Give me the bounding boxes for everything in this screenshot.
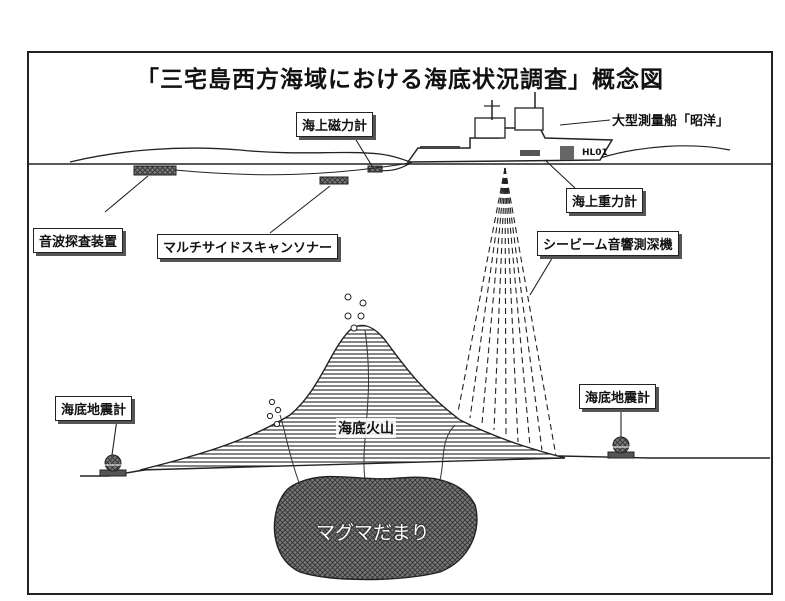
research-vessel: HL01 [406, 92, 614, 163]
seafloor-seismometer-left-device [99, 454, 127, 477]
seafloor-seismometer-right-label: 海底地震計 [579, 384, 657, 409]
multibeam-echosounder-label: シービーム音響測深機 [537, 231, 679, 256]
magma-chamber-label: マグマだまり [316, 522, 430, 544]
acoustic-exploration-device [133, 165, 177, 176]
seafloor-seismometer-right-device [607, 436, 635, 459]
island-coastline [69, 147, 411, 163]
research-vessel-label: 大型測量船「昭洋」 [612, 114, 730, 129]
magma-conduits [279, 329, 456, 486]
diagram-title: 「三宅島西方海域における海底状況調査」概念図 [136, 67, 664, 93]
acoustic-device-tow-cable [174, 162, 411, 176]
side-scan-sonar [319, 176, 349, 185]
far-island-right [599, 145, 731, 159]
summit-bubbles [344, 293, 367, 332]
hull-marking: HL01 [582, 148, 608, 158]
acoustic-exploration-device-label: 音波探査装置 [33, 228, 124, 253]
multibeam-fan [457, 167, 557, 457]
magma-chamber-body [273, 475, 478, 581]
flank-bubbles [266, 398, 282, 428]
seafloor-seismometer-left-label: 海底地震計 [55, 396, 133, 421]
submarine-volcano-label: 海底火山 [336, 418, 396, 438]
sea-gravimeter-label: 海上重力計 [566, 188, 644, 213]
sea-magnetometer-label: 海上磁力計 [296, 112, 374, 137]
side-scan-sonar-label: マルチサイドスキャンソナー [157, 234, 339, 259]
submarine-volcano-body [139, 324, 566, 471]
